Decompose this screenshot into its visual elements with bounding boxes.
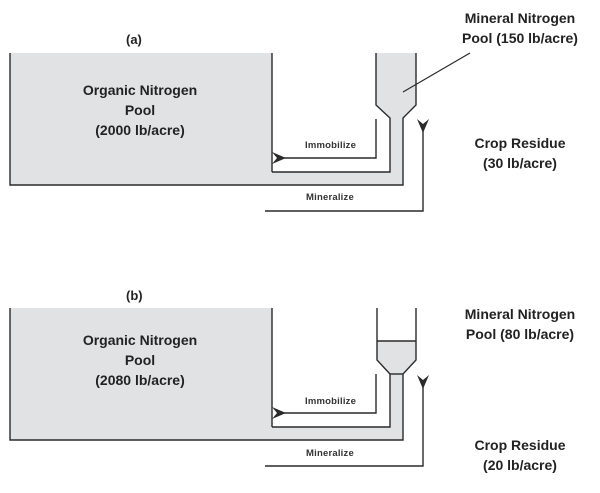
immobilize-arrow-a bbox=[272, 119, 377, 164]
crop-residue-amount: (30 lb/acre) bbox=[483, 155, 557, 171]
mineralize-arrow-b bbox=[265, 375, 429, 467]
panel-b bbox=[9, 308, 429, 467]
immobilize-arrow-b bbox=[272, 374, 377, 419]
organic-pool-subtitle: Pool bbox=[124, 352, 156, 368]
crop-residue-label-b: Crop Residue (20 lb/acre) bbox=[460, 435, 580, 475]
panel-a bbox=[9, 52, 471, 212]
organic-pool-amount: (2080 lb/acre) bbox=[95, 372, 185, 388]
mineral-pool-amount: Pool (80 lb/acre) bbox=[465, 326, 575, 342]
mineral-pool-pointer-a bbox=[402, 52, 471, 93]
crop-residue-label-a: Crop Residue (30 lb/acre) bbox=[460, 133, 580, 173]
mineralize-label-b: Mineralize bbox=[306, 448, 354, 459]
organic-pool-amount: (2000 lb/acre) bbox=[95, 122, 185, 138]
organic-pool-title: Organic Nitrogen bbox=[82, 82, 198, 98]
panel-label-a: (a) bbox=[126, 32, 142, 47]
mineral-pool-label-a: Mineral Nitrogen Pool (150 lb/acre) bbox=[445, 8, 595, 48]
mineralize-label-a: Mineralize bbox=[306, 192, 354, 203]
mineral-pool-label-b: Mineral Nitrogen Pool (80 lb/acre) bbox=[445, 304, 595, 344]
pipe-horizontal-a bbox=[272, 172, 403, 185]
panel-label-b: (b) bbox=[126, 288, 143, 303]
immobilize-label-a: Immobilize bbox=[305, 140, 357, 151]
crop-residue-title: Crop Residue bbox=[474, 437, 566, 453]
organic-pool-box-a bbox=[10, 53, 272, 185]
organic-pool-subtitle: Pool bbox=[124, 102, 156, 118]
organic-pool-label-a: Organic Nitrogen Pool (2000 lb/acre) bbox=[40, 80, 240, 140]
mineral-pool-funnel-b bbox=[377, 341, 416, 440]
mineral-pool-title: Mineral Nitrogen bbox=[464, 10, 576, 26]
mineral-pool-funnel-a bbox=[376, 53, 416, 185]
organic-pool-label-b: Organic Nitrogen Pool (2080 lb/acre) bbox=[40, 330, 240, 390]
immobilize-label-b: Immobilize bbox=[305, 396, 357, 407]
crop-residue-title: Crop Residue bbox=[474, 135, 566, 151]
mineralize-arrow-a bbox=[265, 119, 429, 212]
mineral-pool-title: Mineral Nitrogen bbox=[464, 306, 576, 322]
organic-pool-title: Organic Nitrogen bbox=[82, 332, 198, 348]
mineral-pool-amount: Pool (150 lb/acre) bbox=[462, 30, 578, 46]
pipe-horizontal-b bbox=[272, 427, 403, 440]
organic-pool-box-b bbox=[10, 308, 272, 440]
crop-residue-amount: (20 lb/acre) bbox=[483, 457, 557, 473]
